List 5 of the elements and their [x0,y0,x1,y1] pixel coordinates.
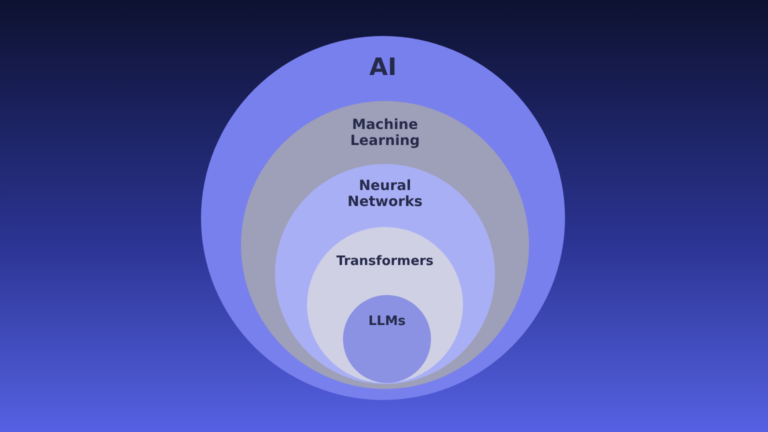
circle-label: Transformers [335,255,435,270]
circle-label: AI [368,54,398,82]
circle-label: Neural Networks [346,178,424,210]
circle-label: LLMs [367,315,407,330]
circle-label: Machine Learning [349,117,421,150]
